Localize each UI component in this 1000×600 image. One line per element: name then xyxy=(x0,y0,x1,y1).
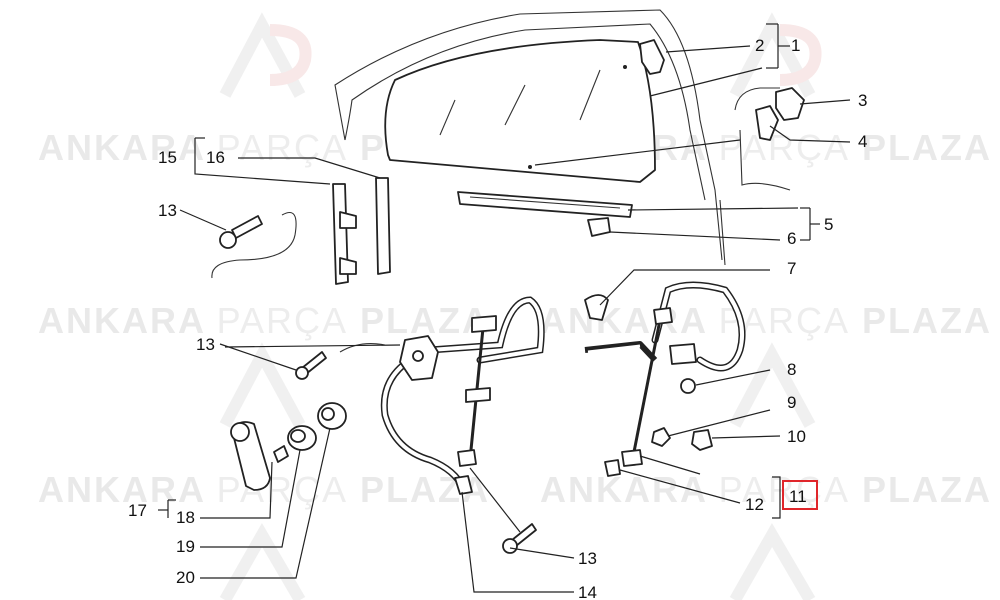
callout-label: 15 xyxy=(158,148,177,167)
crank-washer xyxy=(317,402,347,430)
glass-channel-strip xyxy=(457,191,633,218)
bolt-icon xyxy=(211,211,297,279)
window-regulator-right xyxy=(584,281,746,477)
callout-label: 2 xyxy=(755,36,764,55)
callout-label-highlighted: 11 xyxy=(789,487,807,506)
nut-part-8 xyxy=(680,378,696,394)
callout-label: 3 xyxy=(858,91,867,110)
bracket-part-3 xyxy=(775,87,805,121)
callout-label: 4 xyxy=(858,132,867,151)
bolt-icon xyxy=(295,351,327,380)
highlight-box xyxy=(782,480,818,510)
guide-rail-bracket xyxy=(339,257,357,275)
glass-channel-strip-detail xyxy=(469,196,621,209)
leader-lines xyxy=(158,23,851,593)
callout-label: 6 xyxy=(787,229,796,248)
callout-label: 13 xyxy=(578,549,597,568)
bolt-icon xyxy=(502,523,537,554)
crank-clip xyxy=(273,445,289,463)
callout-label: 9 xyxy=(787,393,796,412)
guide-clip xyxy=(639,39,665,75)
glass-clip xyxy=(587,217,611,237)
pulley-part-7 xyxy=(584,294,609,321)
watermark-text: ANKARA PARÇA PLAZA xyxy=(540,469,992,510)
watermark-text: ANKARA PARÇA PLAZA xyxy=(540,300,992,341)
bracket-part-4 xyxy=(755,105,779,141)
callout-label: 1 xyxy=(791,36,800,55)
callout-label: 16 xyxy=(206,148,225,167)
callout-label: 20 xyxy=(176,568,195,587)
crank-bushing xyxy=(287,425,317,451)
callout-label: 7 xyxy=(787,259,796,278)
guide-rail-bracket xyxy=(339,211,357,229)
callout-label: 12 xyxy=(745,495,764,514)
nut-part-9 xyxy=(651,427,671,447)
callout-label: 8 xyxy=(787,360,796,379)
callout-label: 14 xyxy=(578,583,597,600)
callout-label: 19 xyxy=(176,537,195,556)
watermark-text: ANKARA PARÇA PLAZA xyxy=(38,300,490,341)
callout-label: 5 xyxy=(824,215,833,234)
callout-label: 10 xyxy=(787,427,806,446)
window-crank-handle xyxy=(230,421,271,491)
guide-rail-16 xyxy=(375,177,391,275)
plug-part-10 xyxy=(691,429,713,451)
callout-label: 17 xyxy=(128,501,147,520)
window-regulator-left xyxy=(339,296,545,495)
callout-label: 13 xyxy=(196,335,215,354)
callout-label: 18 xyxy=(176,508,195,527)
callout-label: 13 xyxy=(158,201,177,220)
door-glass xyxy=(384,39,656,183)
